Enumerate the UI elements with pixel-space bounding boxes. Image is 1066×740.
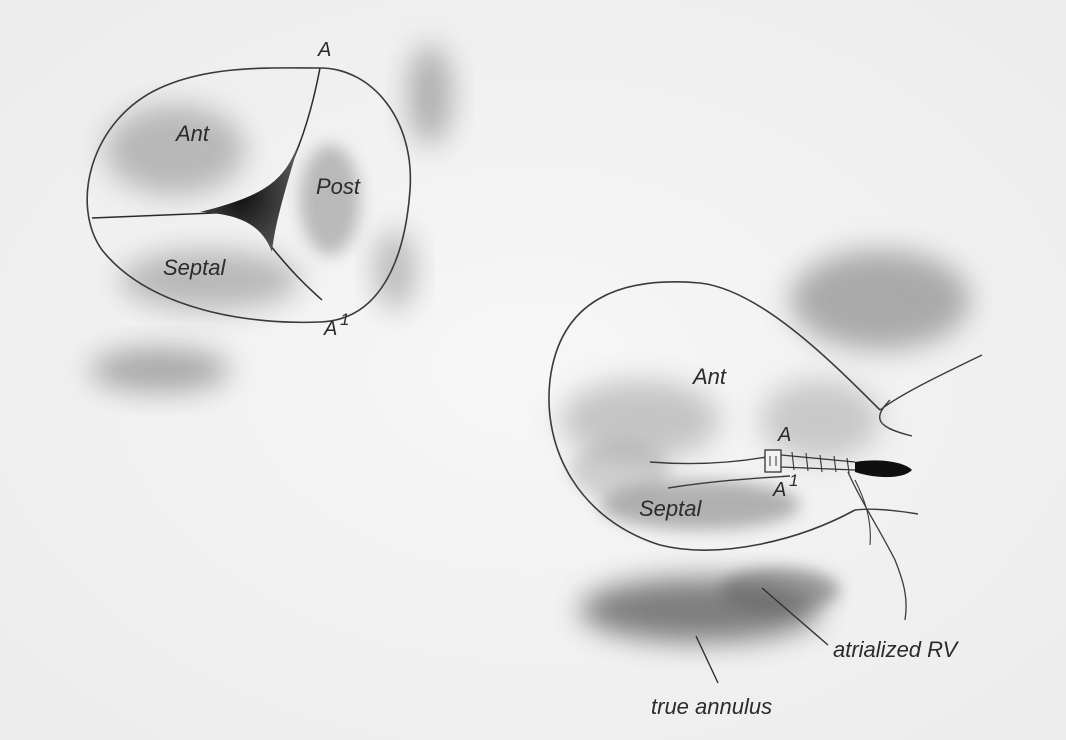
right-valve: Ant Septal A A 1 [548, 250, 983, 642]
right-valve-lower-fold [854, 508, 919, 515]
right-point-a-label: A [777, 424, 791, 446]
right-point-a-prime-mark: 1 [789, 471, 798, 490]
atrialized-rv-label: atrialized RV [833, 637, 960, 662]
left-valve-annulus [86, 67, 412, 324]
annotations: atrialized RV true annulus [651, 587, 960, 719]
atrialized-rv-leader [761, 587, 829, 646]
left-point-a-prime-label: A [323, 318, 337, 340]
pledget [764, 449, 782, 473]
right-valve-coaptation-slit [855, 460, 912, 478]
true-annulus-leader [695, 635, 719, 684]
right-valve-coaptation-upper [649, 455, 773, 465]
right-valve-shading [560, 250, 970, 642]
left-point-a-prime-mark: 1 [340, 310, 349, 329]
left-leaflet-post-label: Post [316, 174, 361, 199]
right-leaflet-septal-label: Septal [639, 496, 702, 521]
left-point-a-label: A [317, 39, 331, 61]
right-leaflet-ant-label: Ant [691, 364, 727, 389]
true-annulus-label: true annulus [651, 694, 772, 719]
suture-line-top [780, 454, 856, 463]
left-valve-shading [90, 45, 452, 392]
left-valve: Ant Post Septal A A 1 [86, 39, 452, 392]
right-valve-strand-1 [847, 471, 907, 621]
right-valve-upper-extension [879, 354, 983, 411]
right-valve-upper-fold [879, 399, 913, 437]
left-leaflet-septal-label: Septal [163, 255, 226, 280]
right-valve-coaptation-lower [667, 475, 791, 489]
left-valve-coaptation-center [200, 140, 300, 252]
left-valve-coaptation-lower [269, 244, 323, 301]
right-valve-annulus [548, 281, 881, 551]
right-valve-strand-2 [854, 479, 871, 546]
plication-sutures [764, 449, 856, 474]
right-point-a-prime-label: A [772, 479, 786, 501]
left-leaflet-ant-label: Ant [174, 121, 210, 146]
